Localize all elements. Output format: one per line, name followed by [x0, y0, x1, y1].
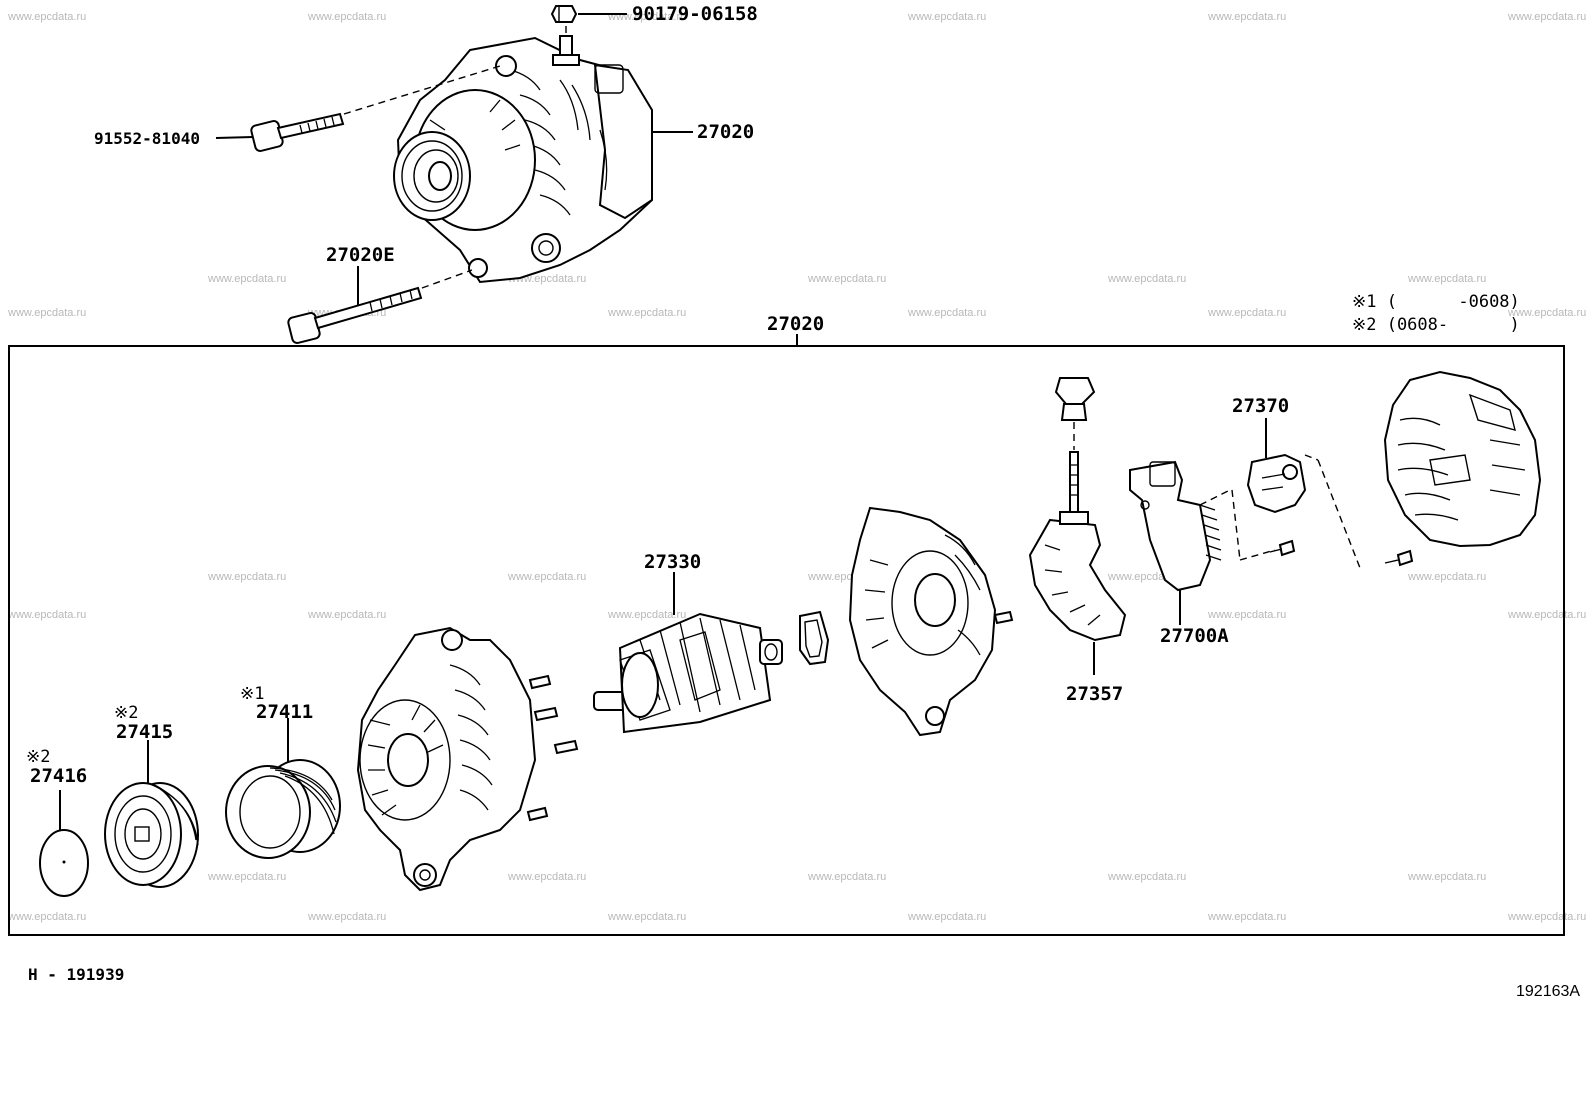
bolt-91552-81040[interactable]	[250, 112, 345, 152]
label-27416: 27416	[30, 765, 87, 787]
watermark-text: www.epcdata.ru	[7, 609, 86, 621]
rectifier-27357[interactable]	[1028, 451, 1127, 642]
watermark-text: www.epcdata.ru	[807, 871, 886, 883]
leader-91552	[215, 136, 254, 139]
watermark-text: www.epcdata.ru	[1207, 11, 1286, 23]
dash-holder	[1304, 454, 1319, 461]
label-27330: 27330	[644, 551, 701, 573]
watermark-text: www.epcdata.ru	[307, 911, 386, 923]
brush-holder-27370[interactable]	[1246, 453, 1307, 514]
label-27020-box: 27020	[767, 313, 824, 335]
watermark-text: www.epcdata.ru	[307, 11, 386, 23]
watermark-text: www.epcdata.ru	[1207, 609, 1286, 621]
watermark-text: www.epcdata.ru	[907, 911, 986, 923]
watermark-text: www.epcdata.ru	[1207, 911, 1286, 923]
nut-90179-06158[interactable]	[550, 5, 578, 23]
regulator-27700a[interactable]	[1129, 460, 1222, 592]
watermark-text: www.epcdata.ru	[1507, 11, 1586, 23]
watermark-text: www.epcdata.ru	[607, 911, 686, 923]
pulley-27415[interactable]	[104, 782, 199, 888]
label-27411: 27411	[256, 701, 313, 723]
watermark-text: www.epcdata.ru	[907, 11, 986, 23]
mark-27411: ※1	[240, 684, 264, 704]
seal-ring[interactable]	[799, 610, 830, 666]
rotor-27330[interactable]	[593, 612, 783, 734]
watermark-text: www.epcdata.ru	[1507, 911, 1586, 923]
label-27415: 27415	[116, 721, 173, 743]
dash-holder-b	[1317, 459, 1361, 569]
watermark-text: www.epcdata.ru	[1207, 307, 1286, 319]
watermark-text: www.epcdata.ru	[607, 307, 686, 319]
watermark-text: www.epcdata.ru	[1107, 273, 1186, 285]
rectifier-end-frame[interactable]	[848, 506, 1014, 737]
drive-end-frame[interactable]	[356, 626, 579, 892]
bolt-27020e[interactable]	[287, 286, 423, 344]
dash-91552	[343, 65, 501, 115]
terminal-insulator[interactable]	[1054, 377, 1096, 421]
dash-reg-a	[1199, 489, 1231, 506]
label-27020e: 27020E	[326, 244, 395, 266]
watermark-text: www.epcdata.ru	[1407, 571, 1486, 583]
mark-27416: ※2	[26, 747, 50, 767]
mark-27415: ※2	[114, 703, 138, 723]
watermark-text: www.epcdata.ru	[7, 307, 86, 319]
legend-note-1: ※1 ( -0608)	[1352, 292, 1520, 312]
screw-small-b[interactable]	[1384, 549, 1414, 567]
watermark-text: www.epcdata.ru	[1507, 609, 1586, 621]
dash-reg-b	[1231, 489, 1241, 561]
dash-27020e	[421, 269, 473, 289]
watermark-text: www.epcdata.ru	[607, 609, 686, 621]
rear-cover[interactable]	[1383, 370, 1542, 548]
label-27357: 27357	[1066, 683, 1123, 705]
label-27020-top: 27020	[697, 121, 754, 143]
watermark-text: www.epcdata.ru	[207, 871, 286, 883]
label-90179-06158: 90179-06158	[632, 3, 758, 25]
label-27370: 27370	[1232, 395, 1289, 417]
pulley-clutch-27411[interactable]	[225, 759, 341, 859]
dash-reg-c	[1239, 549, 1276, 561]
watermark-text: www.epcdata.ru	[7, 911, 86, 923]
assembly-box-frame	[8, 345, 1565, 936]
watermark-text: www.epcdata.ru	[207, 571, 286, 583]
legend-note-2: ※2 (0608- )	[1352, 315, 1520, 335]
watermark-text: www.epcdata.ru	[907, 307, 986, 319]
footer-left-code: H - 191939	[28, 965, 124, 984]
label-91552-81040: 91552-81040	[94, 129, 200, 148]
watermark-text: www.epcdata.ru	[507, 871, 586, 883]
watermark-text: www.epcdata.ru	[207, 273, 286, 285]
watermark-text: www.epcdata.ru	[1107, 871, 1186, 883]
footer-right-code: 192163A	[1516, 983, 1580, 1000]
watermark-text: www.epcdata.ru	[1507, 307, 1586, 319]
watermark-text: www.epcdata.ru	[807, 273, 886, 285]
watermark-text: www.epcdata.ru	[1407, 273, 1486, 285]
watermark-text: www.epcdata.ru	[1407, 871, 1486, 883]
alternator-assembly-top[interactable]	[393, 35, 654, 284]
watermark-text: www.epcdata.ru	[507, 571, 586, 583]
screw-small-a[interactable]	[1269, 539, 1296, 557]
pulley-cap-27416[interactable]	[39, 829, 89, 897]
watermark-text: www.epcdata.ru	[7, 11, 86, 23]
label-27700a: 27700A	[1160, 625, 1229, 647]
watermark-text: www.epcdata.ru	[307, 609, 386, 621]
